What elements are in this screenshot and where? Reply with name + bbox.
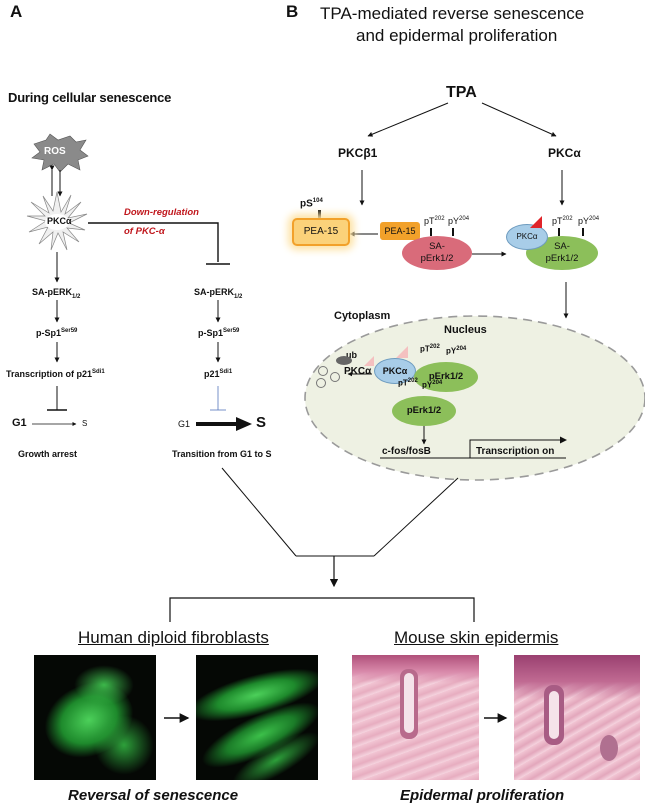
proteasome-ring-2 [330, 372, 340, 382]
panel-b-title-2: and epidermal proliferation [356, 26, 558, 45]
fibroblast-image-reversed [196, 655, 318, 780]
pkcb1-label: PKCβ1 [338, 146, 378, 160]
nucleus-label: Nucleus [444, 324, 487, 336]
right-pt202: pT202 [552, 216, 573, 226]
right-sa-perk: SA-pERK1/2 [194, 287, 243, 300]
right-py204: pY204 [578, 216, 600, 226]
right-py-tick [582, 228, 584, 236]
proteasome-ring-1 [318, 366, 328, 376]
saperk-left-line1: SA- [429, 241, 445, 252]
left-psp1: p-Sp1Ser59 [36, 328, 78, 338]
epidermis-caption: Epidermal proliferation [400, 787, 565, 804]
cytoplasm-label: Cytoplasm [334, 310, 391, 322]
pkca-nucleus-tag [396, 346, 408, 358]
saperk-left-oval: SA-pErk1/2 [402, 236, 472, 270]
pea15-phospho-box: PEA-15 [292, 218, 350, 246]
nuc-right-py: pY204 [446, 346, 467, 356]
right-psp1: p-Sp1Ser59 [198, 328, 240, 338]
pkca-label: PKCα [47, 216, 72, 226]
right-s: S [256, 414, 267, 431]
fibroblast-caption: Reversal of senescence [68, 787, 239, 804]
pkca-cytoplasm-label: PKCα [344, 366, 372, 377]
ros-label: ROS [44, 146, 66, 157]
ros-burst [31, 133, 89, 173]
saperk-right-line2: pErk1/2 [545, 253, 579, 264]
nucleus-ellipse [304, 315, 645, 481]
nuc-center-py: pY204 [422, 380, 443, 390]
fibroblast-title: Human diploid fibroblasts [78, 628, 269, 647]
pea15-small-box: PEA-15 [380, 222, 420, 240]
epidermis-image-after [514, 655, 640, 780]
left-py204: pY204 [448, 216, 470, 226]
right-g1: G1 [178, 419, 191, 429]
nuc-center-pt: pT202 [398, 378, 418, 388]
left-s: S [82, 419, 88, 428]
epidermis-title: Mouse skin epidermis [394, 628, 559, 647]
right-pt-tick [558, 228, 560, 236]
pkca-right-small: PKCα [506, 224, 548, 250]
pkca-red-tag [530, 216, 542, 228]
ub-blob [336, 356, 352, 365]
fibroblast-image-senescent [34, 655, 156, 780]
perk-nucleus-right: pErk1/2 [414, 362, 478, 392]
proteasome-ring-3 [316, 378, 326, 388]
epidermis-image-before [352, 655, 479, 780]
ps104-label: pS104 [300, 198, 323, 210]
right-outcome: Transition from G1 to S [172, 449, 272, 459]
panel-b-letter: B [286, 2, 299, 21]
panel-a-title: During cellular senescence [8, 90, 172, 105]
left-transcription: Transcription of p21Sdi1 [6, 369, 105, 379]
pkca-cyto-tag [364, 356, 374, 366]
pkca-top-label: PKCα [548, 146, 581, 160]
transcription-on-label: Transcription on [476, 446, 555, 457]
ps104-tick [318, 210, 321, 218]
pkca-nucleus: PKCα [374, 358, 416, 384]
right-p21: p21Sdi1 [204, 369, 233, 379]
saperk-right-line1: SA- [554, 241, 570, 252]
down-regulation-label-2: of PKC-α [124, 226, 165, 237]
left-py-tick [452, 228, 454, 236]
perk-nucleus-center: pErk1/2 [392, 396, 456, 426]
nuc-right-pt: pT202 [420, 344, 440, 354]
saperk-left-line2: pErk1/2 [420, 253, 454, 264]
left-outcome: Growth arrest [18, 449, 78, 459]
cfos-label: c-fos/fosB [382, 446, 431, 457]
pkca-star [26, 191, 88, 251]
down-regulation-label-1: Down-regulation [124, 207, 199, 218]
left-g1: G1 [12, 417, 27, 429]
left-pt202: pT202 [424, 216, 445, 226]
panel-b-title-1: TPA-mediated reverse senescence [320, 4, 585, 23]
left-pt-tick [430, 228, 432, 236]
panel-a-letter: A [10, 2, 23, 21]
tpa-label: TPA [446, 84, 477, 101]
ub-label: ub [346, 350, 357, 360]
left-sa-perk: SA-pERK1/2 [32, 287, 81, 300]
